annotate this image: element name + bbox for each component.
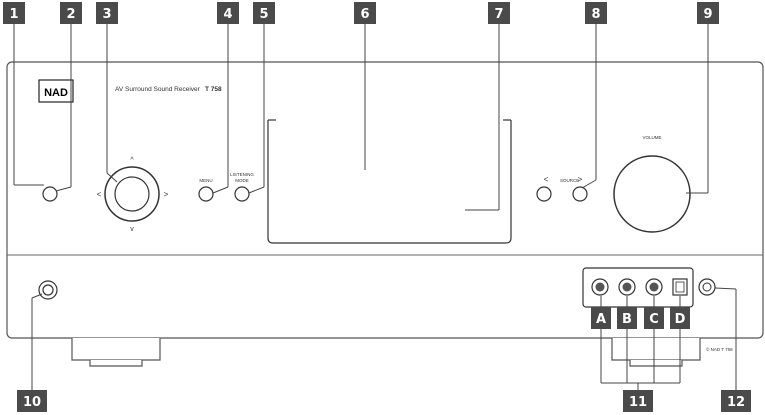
menu-label: MENU [199,178,212,183]
callout-10: 10 [23,395,41,410]
callout-c: C [649,312,659,327]
callout-5-box [253,2,275,24]
callout-5: 5 [259,7,268,22]
front-display [267,120,512,244]
callout-7-box [488,2,510,24]
callout-a: A [596,312,606,327]
left-foot [71,338,161,361]
listening-mode-label-line2: MODE [235,178,249,183]
callout-2-box [60,2,82,24]
callout-4: 4 [223,7,232,22]
model-text: AV Surround Sound Receiver [115,86,201,93]
source-down-button[interactable] [536,186,552,202]
callout-7: 7 [494,7,503,22]
callout-12-box [721,390,751,412]
leader-8b [581,179,597,189]
callout-4-box [217,2,239,24]
input-jack-c-center [649,282,659,292]
left-foot-base [89,360,143,367]
callout-b: B [622,312,632,327]
input-jack-b-center [622,282,632,292]
callout-3-box [96,2,118,24]
callout-11: 11 [629,395,647,410]
leader-10b [31,293,43,299]
listening-mode-label-line1: LISTENING [230,172,254,177]
power-button[interactable] [42,186,58,202]
nav-left-arrow-icon: < [97,190,102,199]
menu-button[interactable] [198,186,214,202]
callout-11-box [623,390,653,412]
nad-logo: NAD [44,87,68,99]
optical-input-d-inner [675,281,685,293]
front-input-panel [582,267,694,308]
callout-6-box [354,2,376,24]
source-label: SOURCE [560,178,579,183]
right-foot [611,338,701,361]
input-jack-a-center [595,282,605,292]
callout-8-box [585,2,607,24]
source-right-arrow-icon: > [578,175,583,184]
callout-d: D [675,312,686,327]
leader-4b [212,186,229,194]
nav-down-arrow-icon: v [130,226,134,233]
callout-1: 1 [9,7,18,22]
callout-2: 2 [66,7,75,22]
volume-knob[interactable] [613,155,691,233]
volume-label: VOLUME [642,135,661,140]
leader-5b [248,186,265,194]
callout-b-box [617,307,637,329]
front-jack-12-inner [702,282,712,292]
corner-model-text: © NAD T 758 [706,346,733,352]
callout-8: 8 [591,7,600,22]
listening-mode-button[interactable] [234,186,250,202]
callout-3: 3 [102,7,111,22]
headphone-jack-inner [42,284,54,296]
callout-c-box [644,307,664,329]
nav-right-arrow-icon: > [164,190,169,199]
callout-12: 12 [727,395,745,410]
callout-a-box [591,307,611,329]
model-number: T 758 [205,86,222,93]
source-left-arrow-icon: < [544,175,549,184]
callout-9-box [697,2,719,24]
callout-1-box [3,2,25,24]
callout-d-box [670,307,690,329]
leader-3b [106,172,118,183]
leader-lines [13,14,737,405]
callout-9: 9 [703,7,712,22]
source-up-button[interactable] [572,186,588,202]
callout-labels: 1 2 3 4 5 6 7 8 9 10 11 12 A B C D [3,2,751,412]
chassis-outline [6,61,764,339]
leader-2b [55,186,72,192]
callout-6: 6 [360,7,369,22]
callout-10-box [17,390,47,412]
nad-logo-frame [38,79,74,103]
nav-up-arrow-icon: ^ [130,157,134,164]
leader-12b [714,287,737,290]
navigation-center-button[interactable] [114,176,150,212]
right-foot-base [629,360,683,367]
